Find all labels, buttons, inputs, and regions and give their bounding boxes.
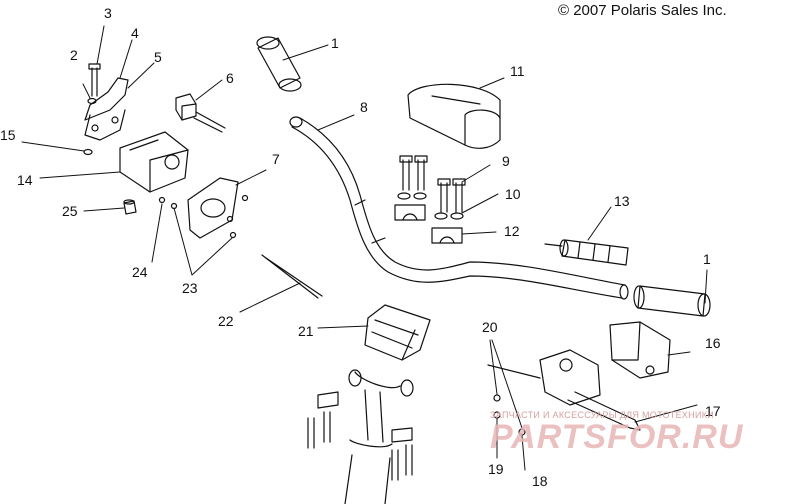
- callout-6: 6: [226, 70, 234, 86]
- screw-24: [158, 196, 166, 204]
- screw-19: [493, 411, 501, 419]
- handlebar-pad: [407, 83, 501, 149]
- callout-24: 24: [132, 264, 148, 280]
- screw-18: [518, 428, 526, 436]
- part-6: [175, 93, 226, 133]
- cable-22: [261, 254, 323, 299]
- lower-bolts: [307, 391, 413, 481]
- callout-19: 19: [488, 461, 504, 477]
- callout-3: 3: [104, 5, 112, 21]
- cap-25: [123, 199, 137, 215]
- watermark-tagline: ЗАПЧАСТИ И АКСЕССУАРЫ ДЛЯ МОТОТЕХНИКИ: [490, 410, 715, 420]
- callout-4: 4: [131, 25, 139, 41]
- housing-16: [609, 321, 671, 379]
- callout-18: 18: [532, 473, 548, 489]
- grip-13: [544, 239, 629, 266]
- callout-12: 12: [504, 223, 520, 239]
- bolts-9: [399, 155, 466, 213]
- bracket-5: [84, 77, 129, 141]
- callout-22: 22: [218, 313, 234, 329]
- screw-20: [493, 394, 501, 402]
- callout-14: 14: [17, 172, 33, 188]
- callout-11: 11: [510, 63, 525, 79]
- steering-stem: [344, 369, 414, 504]
- callout-1-top: 1: [331, 35, 339, 51]
- clamps-12: [394, 204, 463, 244]
- grip-top: [256, 36, 302, 92]
- callout-17: 17: [705, 403, 721, 419]
- callout-7: 7: [272, 151, 280, 167]
- mount-21: [364, 304, 431, 361]
- plate-7: [187, 177, 239, 239]
- switch-housing-14: [119, 131, 189, 193]
- callout-13: 13: [614, 193, 630, 209]
- leader-lines: [21, 25, 708, 471]
- callout-16: 16: [705, 335, 721, 351]
- washer-15: [83, 148, 93, 156]
- callout-9: 9: [502, 153, 510, 169]
- callout-2: 2: [70, 47, 78, 63]
- callout-20: 20: [482, 319, 498, 335]
- handlebar: [289, 116, 629, 300]
- washer-2: [87, 97, 97, 105]
- washers-10: [397, 192, 464, 220]
- copyright-notice: © 2007 Polaris Sales Inc.: [558, 2, 727, 19]
- callout-8: 8: [360, 99, 368, 115]
- watermark-logo: PARTSFOR.RU: [490, 418, 744, 456]
- brake-assembly-17: [487, 349, 641, 431]
- grip-right: [633, 285, 711, 317]
- callout-1-right: 1: [703, 251, 711, 267]
- callout-23: 23: [182, 280, 198, 296]
- callout-15: 15: [0, 127, 16, 143]
- callout-25: 25: [62, 203, 78, 219]
- callout-10: 10: [505, 186, 521, 202]
- bolt-3: [88, 63, 101, 97]
- callout-5: 5: [154, 49, 162, 65]
- callout-21: 21: [298, 323, 314, 339]
